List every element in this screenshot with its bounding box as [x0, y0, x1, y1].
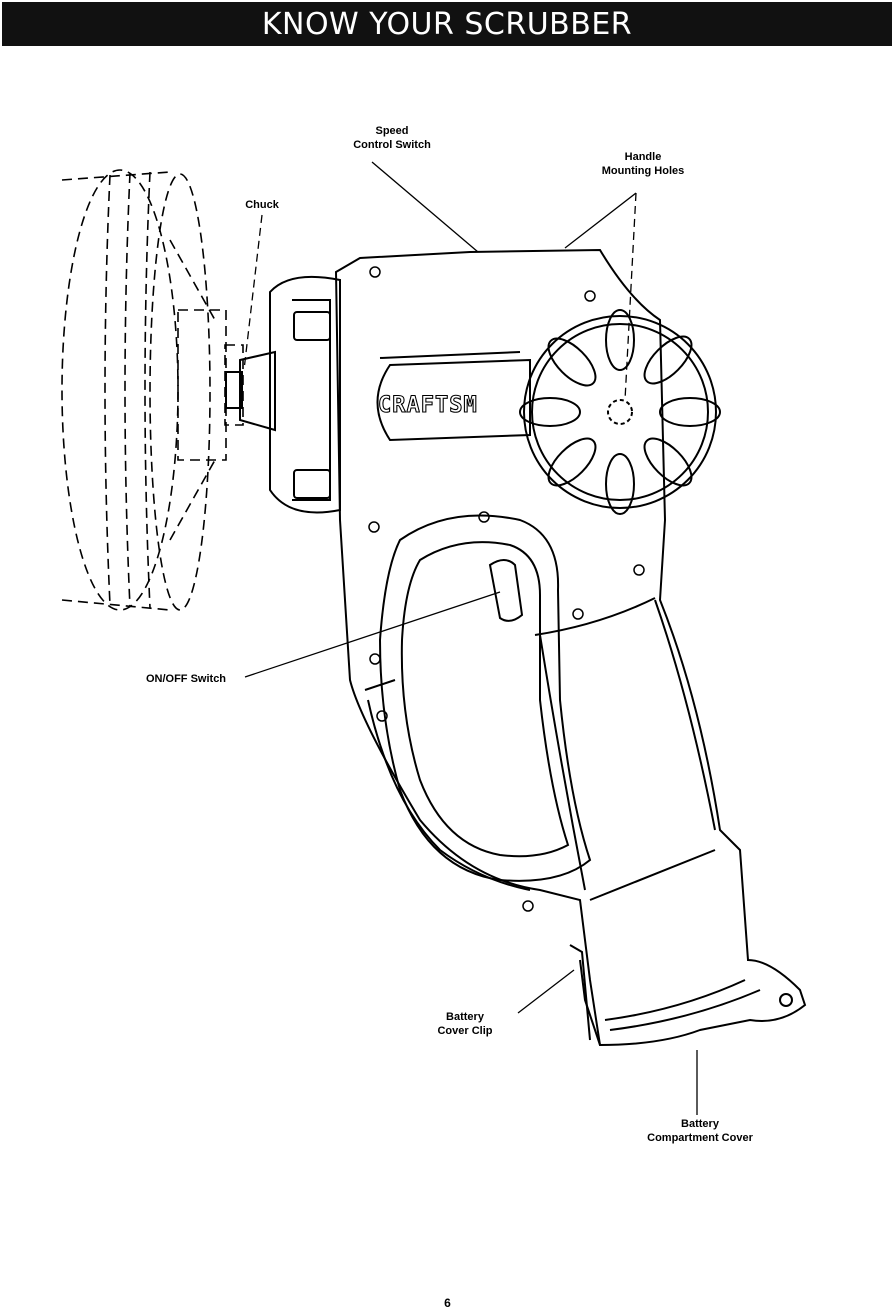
page-title: KNOW YOUR SCRUBBER [2, 2, 892, 46]
page-number: 6 [444, 1296, 451, 1310]
handle-mounting-label: Handle Mounting Holes [601, 151, 685, 177]
chuck [225, 275, 341, 514]
chuck-label: Chuck [245, 199, 279, 211]
scrubber-body [334, 248, 807, 1047]
on-off-switch-label: ON/OFF Switch [145, 673, 227, 685]
screw-icon [368, 266, 645, 912]
speed-control-label: Speed Control Switch [353, 125, 431, 151]
battery-cover-clip-label: Battery Cover Clip [437, 1011, 493, 1037]
brand-logo: CRAFTSM [378, 393, 478, 418]
leader-lines [243, 161, 698, 1115]
scrub-brush [61, 169, 244, 611]
fan-guard [519, 309, 721, 515]
battery-compartment-cover-label: Battery Compartment Cover [647, 1118, 753, 1144]
